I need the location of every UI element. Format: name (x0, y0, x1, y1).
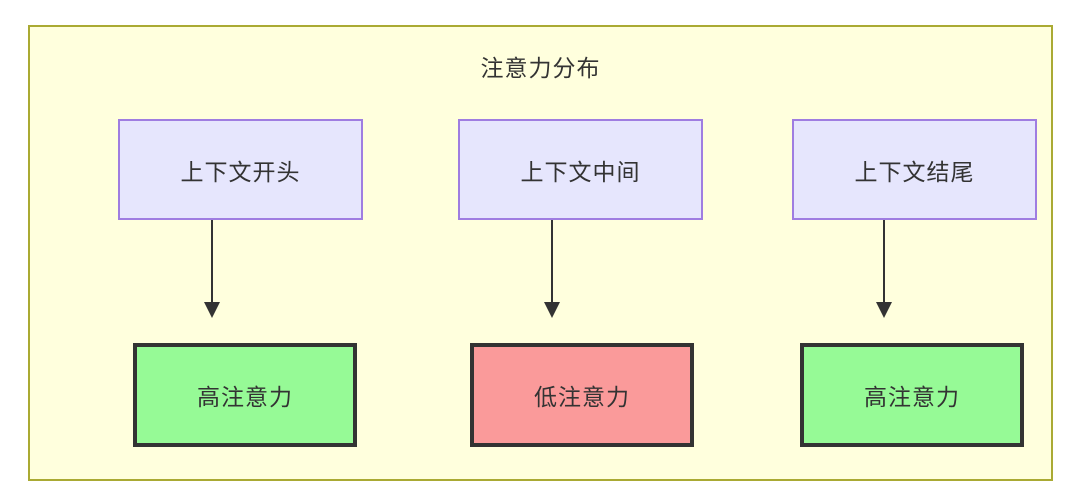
subgraph-container: 注意力分布 上下文开头 上下文中间 上下文 (28, 25, 1053, 481)
node-context-end[interactable]: 上下文结尾 (792, 119, 1037, 220)
node-context-start[interactable]: 上下文开头 (118, 119, 363, 220)
node-label: 上下文中间 (520, 158, 641, 185)
node-attention-high-end[interactable]: 高注意力 (800, 343, 1024, 447)
node-label: 低注意力 (534, 384, 630, 410)
node-attention-low-middle[interactable]: 低注意力 (470, 343, 694, 447)
subgraph-title: 注意力分布 (480, 55, 601, 81)
node-label: 上下文结尾 (854, 158, 975, 185)
node-context-middle[interactable]: 上下文中间 (458, 119, 703, 220)
node-label: 高注意力 (864, 384, 960, 410)
node-label: 高注意力 (197, 384, 293, 410)
node-label: 上下文开头 (180, 158, 301, 185)
node-attention-high-start[interactable]: 高注意力 (133, 343, 357, 447)
